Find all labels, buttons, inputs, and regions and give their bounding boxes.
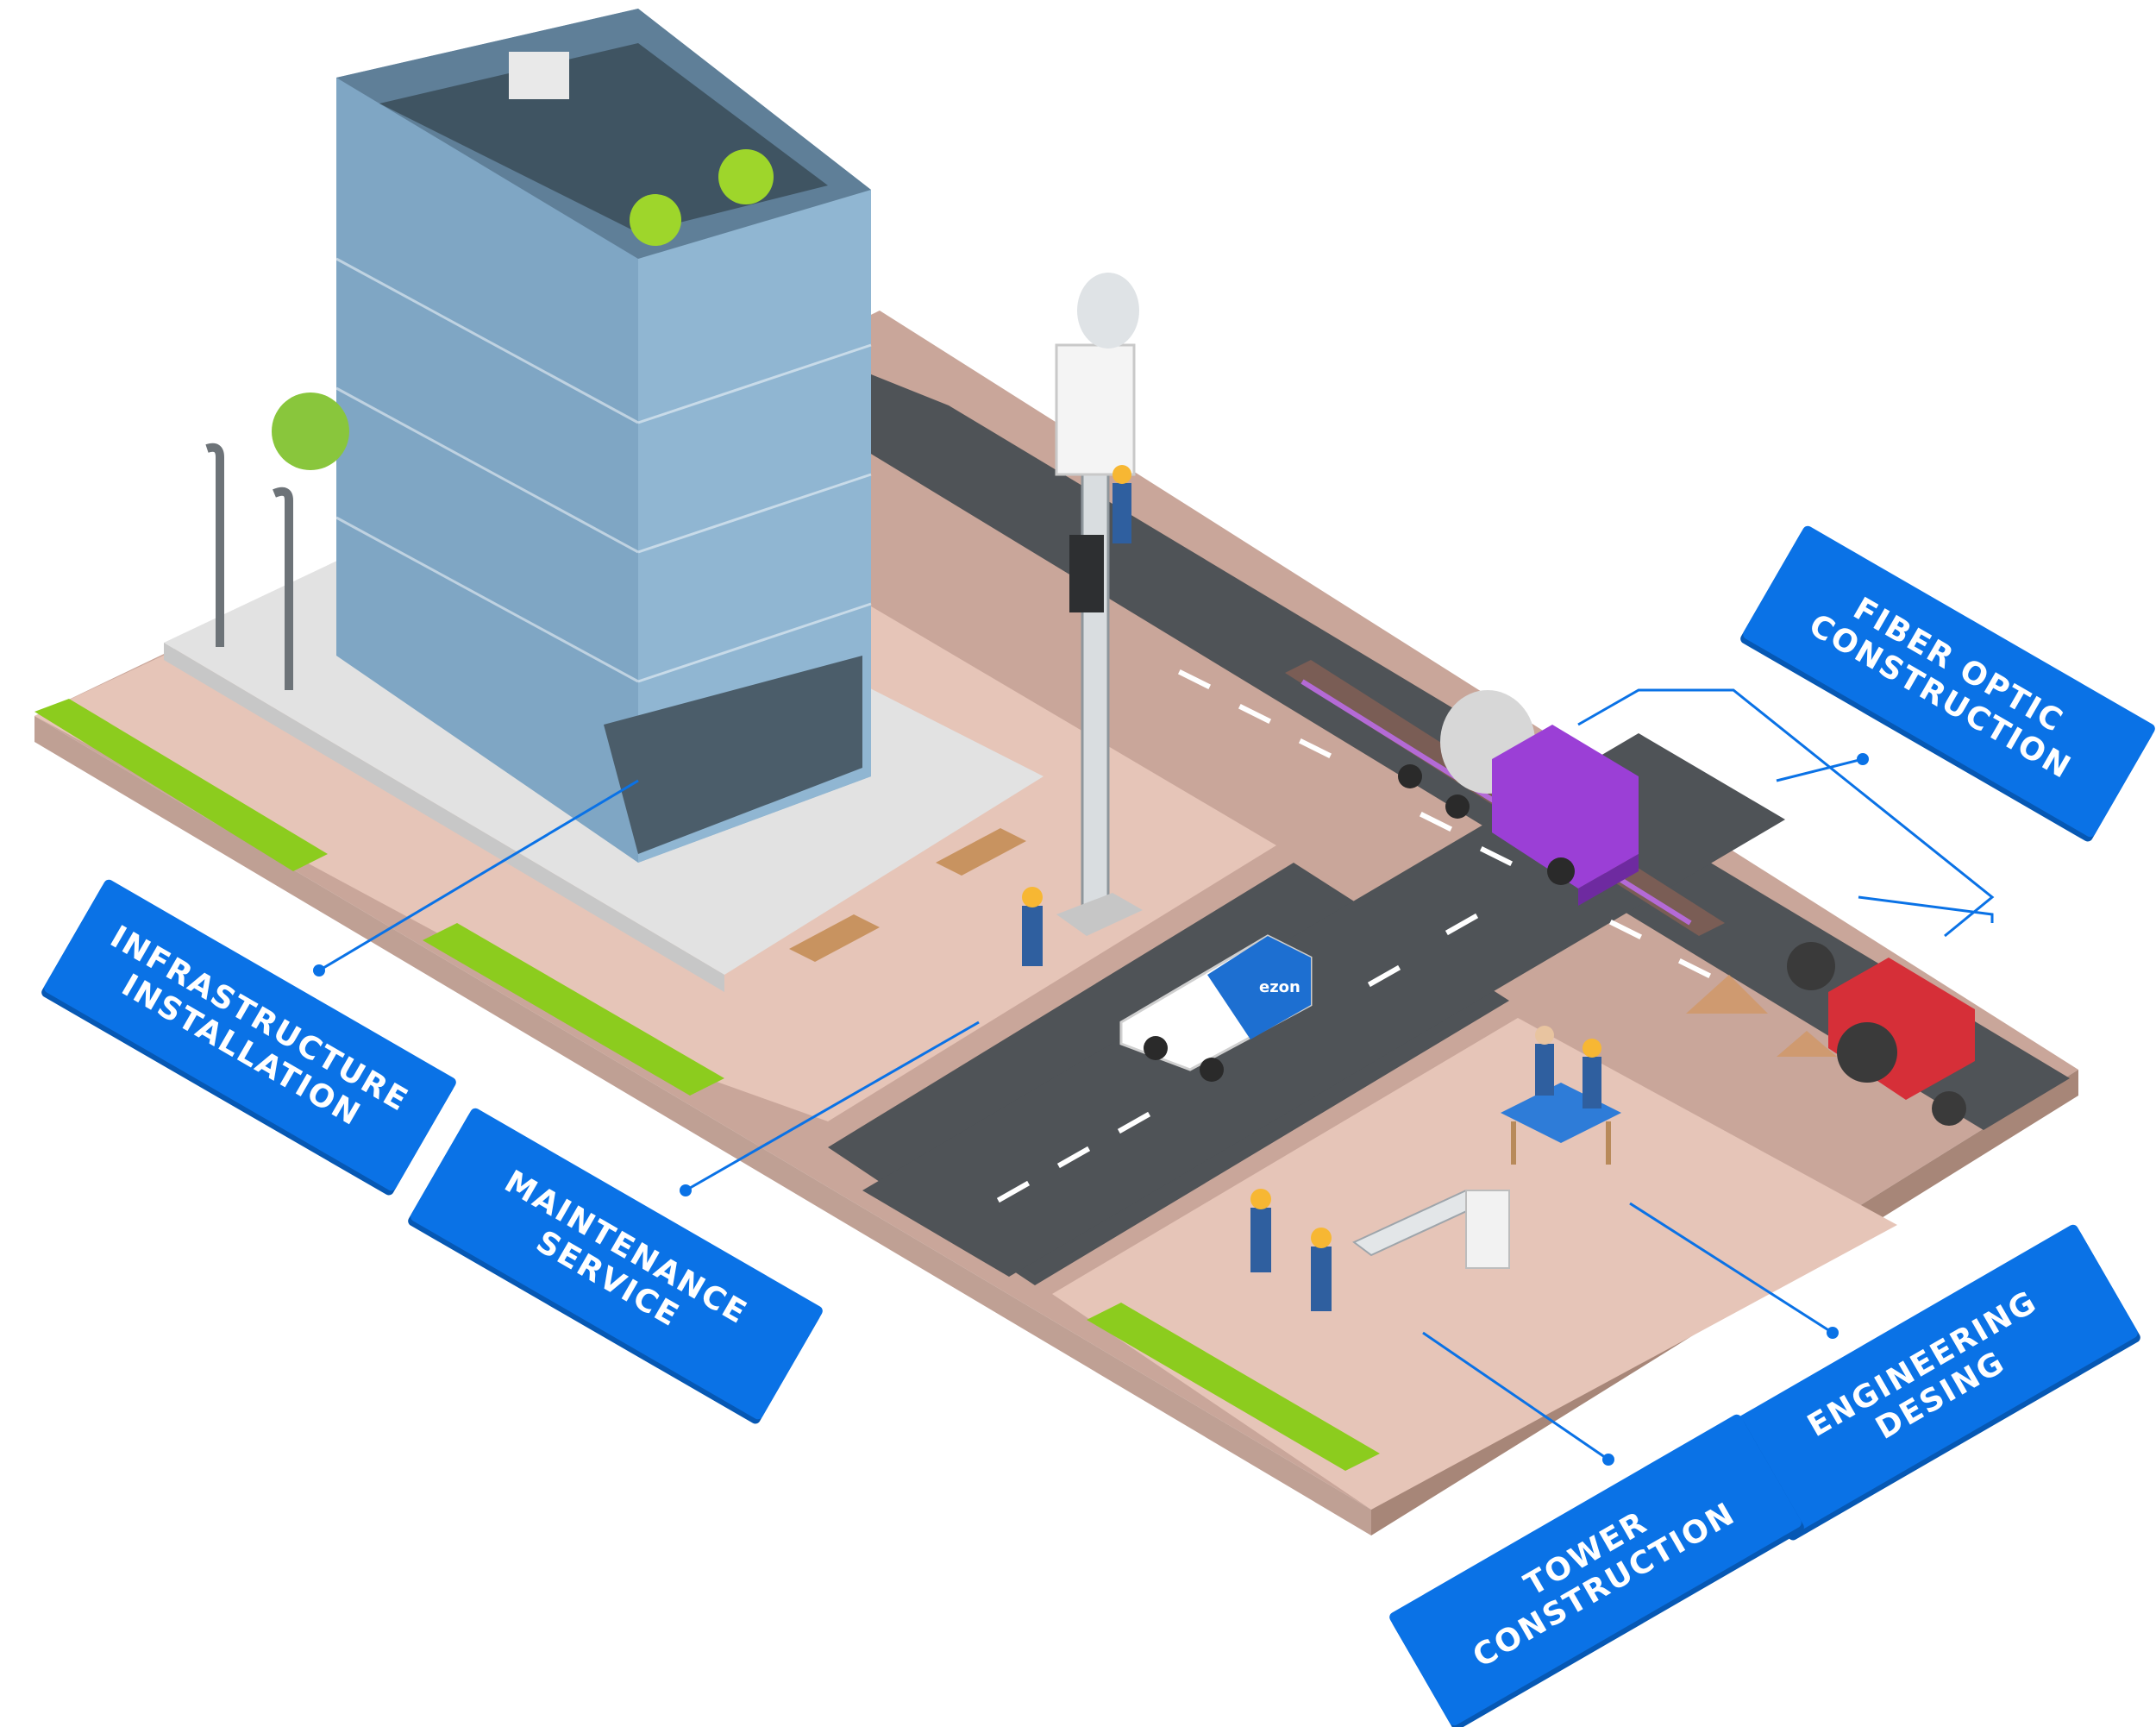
workers — [1022, 465, 1601, 1311]
office-building — [335, 9, 872, 863]
leader-dot — [1857, 753, 1869, 765]
road-markings — [996, 669, 1712, 1203]
van-logo: ezon — [1259, 978, 1300, 996]
cable-truck — [1398, 690, 1639, 906]
benches — [789, 828, 1026, 962]
dirt-piles — [1686, 975, 1837, 1057]
isometric-scene: ezon — [34, 9, 2078, 1535]
street-lamps — [205, 443, 293, 690]
service-van: ezon — [1119, 934, 1313, 1082]
tractor — [1787, 942, 1975, 1126]
leader-dot — [313, 964, 325, 977]
leader-dot — [680, 1184, 692, 1196]
tree — [272, 392, 349, 470]
telecom-tower — [1055, 273, 1143, 936]
leader-dot — [1827, 1327, 1839, 1339]
leader-lines — [318, 688, 1995, 1461]
leader-dot — [1602, 1454, 1614, 1466]
grass-strips — [34, 699, 1380, 1471]
tower-segment — [1352, 1189, 1510, 1269]
